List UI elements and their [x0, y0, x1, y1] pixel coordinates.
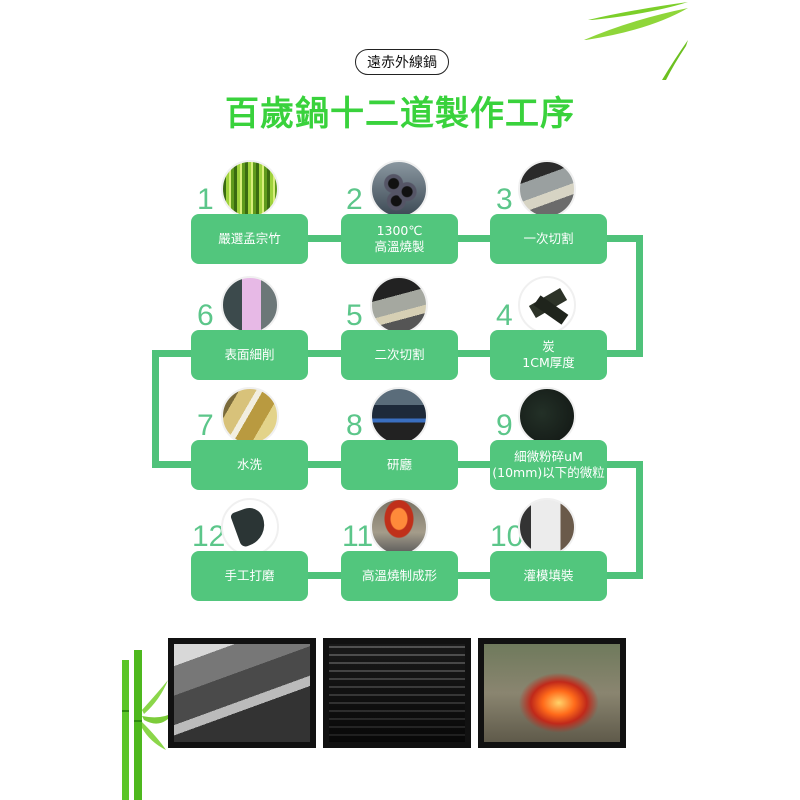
surface-grinding-image: [221, 276, 279, 334]
connector-4-5: [450, 350, 500, 357]
cutting-machine-image: [518, 160, 576, 218]
step-number: 1: [197, 183, 214, 216]
step-label: 1300℃: [376, 223, 423, 238]
step-number: 12: [192, 520, 226, 553]
connector-7-8: [300, 461, 350, 468]
step-label: 細微粉碎uM: [514, 449, 583, 464]
kiln-fire-photo: [478, 638, 626, 748]
cutting-machine-2-image: [370, 276, 428, 334]
step-label: 研廳: [386, 457, 412, 472]
step-number: 9: [496, 409, 513, 442]
factory-workshop-photo: [168, 638, 316, 748]
step-number: 5: [346, 299, 363, 332]
connector-5-6: [300, 350, 350, 357]
charcoal-tubes-image: [370, 160, 428, 218]
step-label: 一次切割: [523, 231, 574, 246]
step-number: 4: [496, 299, 513, 332]
bamboo-stalks-image: [221, 160, 279, 218]
step-6-box: 表面細削: [191, 330, 308, 380]
step-3-box: 一次切割: [490, 214, 607, 264]
connector-10-11: [450, 572, 500, 579]
connector-3-4-side: [636, 235, 643, 357]
step-number: 7: [197, 409, 214, 442]
charcoal-slabs-image: [518, 276, 576, 334]
step-4-box: 炭 1CM厚度: [490, 330, 607, 380]
step-number: 8: [346, 409, 363, 442]
step-label: 水洗: [236, 457, 262, 472]
charcoal-powder-image: [518, 387, 576, 445]
connector-11-12: [300, 572, 350, 579]
water-washing-image: [221, 387, 279, 445]
connector-3-4-top: [600, 235, 643, 242]
connector-6-7-bottom: [152, 461, 197, 468]
step-number: 6: [197, 299, 214, 332]
step-label: 灌模填裝: [523, 568, 574, 583]
step-number: 3: [496, 183, 513, 216]
grinding-equipment-image: [370, 387, 428, 445]
step-label: 高溫燒制成形: [361, 568, 437, 583]
step-8-box: 研廳: [341, 440, 458, 490]
connector-3-4-bottom: [600, 350, 643, 357]
page-title: 百歲鍋十二道製作工序: [225, 94, 575, 134]
step-label: 手工打磨: [224, 568, 275, 583]
connector-6-7-top: [152, 350, 197, 357]
step-label: 二次切割: [374, 347, 425, 362]
step-7-box: 水洗: [191, 440, 308, 490]
connector-9-10-top: [600, 461, 643, 468]
step-1-box: 嚴選孟宗竹: [191, 214, 308, 264]
far-infrared-pot-badge: 遠赤外線鍋: [355, 49, 449, 75]
step-label-2: 1CM厚度: [522, 355, 575, 370]
connector-9-10-side: [636, 461, 643, 579]
step-10-box: 灌模填裝: [490, 551, 607, 601]
connector-9-10-bottom: [600, 572, 643, 579]
step-11-box: 高溫燒制成形: [341, 551, 458, 601]
bamboo-leaf-icon: [584, 2, 688, 80]
finished-pot-image: [221, 498, 279, 556]
mold-filling-image: [518, 498, 576, 556]
step-label-2: 高溫燒製: [374, 239, 425, 254]
kiln-firing-image: [370, 498, 428, 556]
step-label: 表面細削: [224, 347, 275, 362]
step-9-box: 細微粉碎uM (10mm)以下的微粒: [490, 440, 607, 490]
step-number: 10: [490, 520, 524, 553]
bamboo-stalk-icon: [122, 650, 174, 800]
step-number: 11: [342, 520, 374, 553]
step-12-box: 手工打磨: [191, 551, 308, 601]
step-label: 嚴選孟宗竹: [218, 231, 281, 246]
step-5-box: 二次切割: [341, 330, 458, 380]
step-label: 炭: [542, 339, 555, 354]
connector-2-3: [450, 235, 500, 242]
step-2-box: 1300℃ 高溫燒製: [341, 214, 458, 264]
connector-8-9: [450, 461, 500, 468]
connector-1-2: [300, 235, 350, 242]
drying-racks-photo: [323, 638, 471, 748]
step-label-2: (10mm)以下的微粒: [492, 465, 605, 480]
step-number: 2: [346, 183, 363, 216]
connector-6-7-side: [152, 350, 159, 468]
